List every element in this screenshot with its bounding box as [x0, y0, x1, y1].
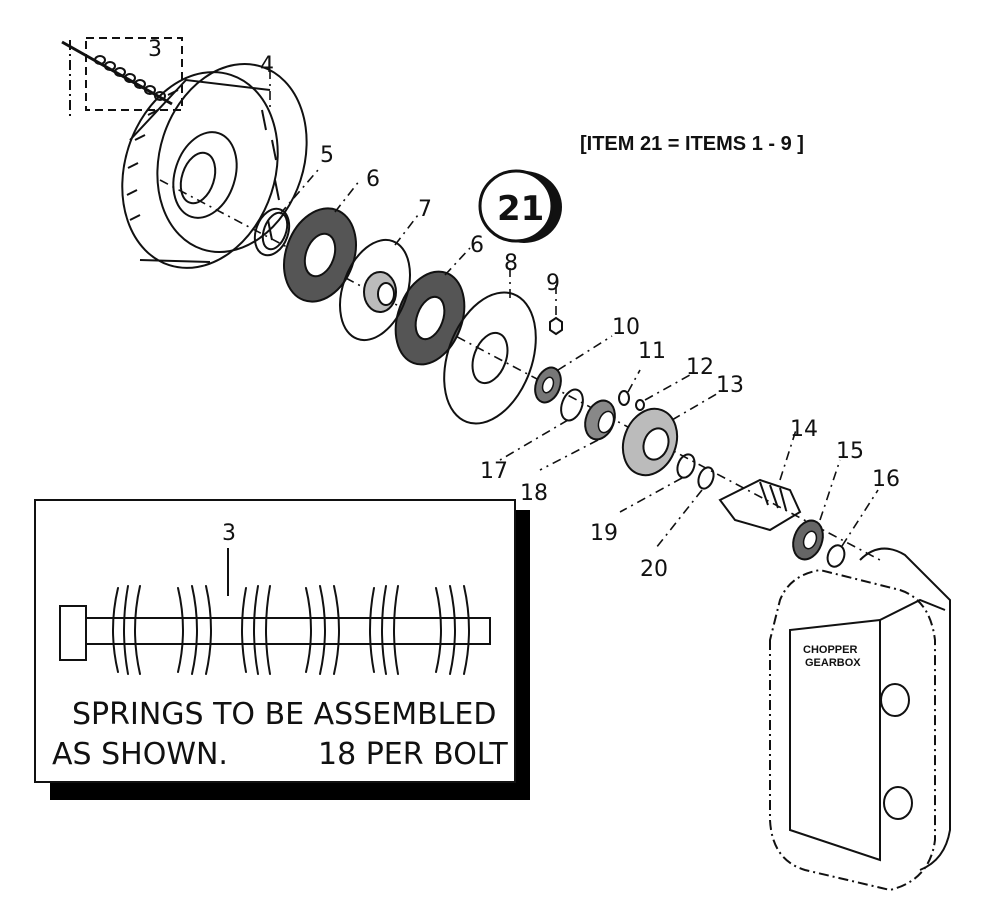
gearbox-label-line1: CHOPPER — [803, 644, 857, 656]
callout-6b: 6 — [470, 233, 484, 258]
ring-5 — [253, 169, 319, 257]
callout-9: 9 — [546, 271, 560, 296]
nut-9 — [549, 285, 563, 336]
callout-11: 11 — [638, 339, 666, 364]
callout-12: 12 — [686, 355, 714, 380]
callout-13: 13 — [716, 373, 744, 398]
callout-21-badge: 21 — [478, 169, 562, 243]
housing-13 — [621, 391, 721, 477]
callout-7: 7 — [418, 197, 432, 222]
inset-text-line2b: 18 PER BOLT — [318, 737, 508, 772]
roller-bearing-18 — [539, 399, 616, 471]
drum-4 — [121, 63, 308, 269]
callout-labels: 3 4 5 6 7 6 8 9 10 11 12 13 14 15 16 17 … — [148, 37, 900, 582]
callout-19: 19 — [590, 521, 618, 546]
bearing-10 — [534, 335, 613, 404]
gear-shaft-14 — [718, 429, 802, 532]
plate-8 — [443, 268, 537, 425]
inset-text-line2: AS SHOWN. — [52, 737, 228, 772]
spring-inset: 3 SPRINGS TO BE ASSEMBLED AS SHOWN. 18 P… — [34, 499, 530, 800]
gearbox-label-line2: GEARBOX — [805, 657, 861, 669]
callout-6a: 6 — [366, 167, 380, 192]
callout-17: 17 — [480, 459, 508, 484]
circlip-16 — [826, 489, 879, 568]
screw-11 — [618, 369, 641, 406]
callout-4: 4 — [260, 53, 274, 78]
snap-ring-17 — [499, 388, 584, 461]
callout-18: 18 — [520, 481, 548, 506]
callout-21-text: 21 — [497, 189, 544, 229]
ring-20 — [655, 466, 715, 549]
bearing-15 — [792, 459, 841, 561]
bolt-spring-assembly-3 — [61, 37, 183, 118]
callout-16: 16 — [872, 467, 900, 492]
inset-text-line1: SPRINGS TO BE ASSEMBLED — [72, 697, 496, 732]
washer-12 — [635, 374, 691, 411]
callout-8: 8 — [504, 251, 518, 276]
inset-callout-3: 3 — [222, 521, 236, 546]
chopper-gearbox: CHOPPER GEARBOX — [769, 547, 951, 892]
item-note: [ITEM 21 = ITEMS 1 - 9 ] — [580, 133, 804, 155]
friction-disc-6a — [283, 179, 361, 303]
callout-15: 15 — [836, 439, 864, 464]
callout-14: 14 — [790, 417, 818, 442]
callout-10: 10 — [612, 315, 640, 340]
seal-19 — [619, 453, 696, 513]
centerline — [159, 179, 881, 561]
callout-5: 5 — [320, 143, 334, 168]
callout-20: 20 — [640, 557, 668, 582]
hub-plate-7 — [339, 214, 419, 342]
callout-3: 3 — [148, 37, 162, 62]
friction-disc-6b — [394, 247, 471, 366]
